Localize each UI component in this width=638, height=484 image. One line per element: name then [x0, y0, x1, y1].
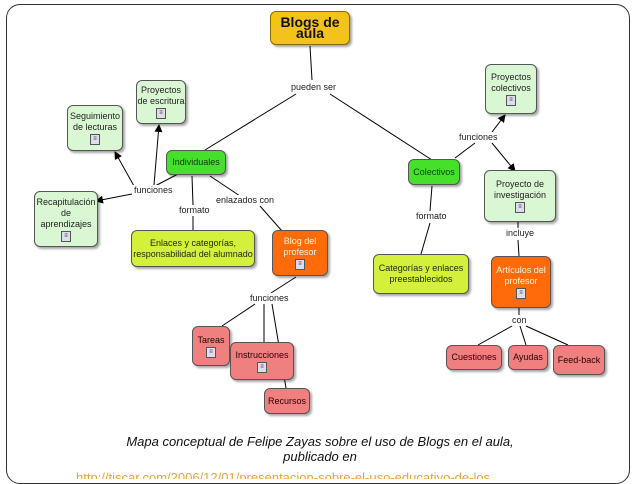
link-individuales-funciones [154, 173, 179, 187]
link-puedenser-colectivos [329, 93, 433, 161]
node-individuales[interactable]: Individuales [166, 150, 226, 175]
node-seguimiento-lecturas-label: Seguimiento de lecturas [69, 111, 121, 132]
node-blogs-de-aula-label: Blogs de aula [280, 14, 340, 41]
link-puedenser-individuales [204, 93, 297, 151]
link-label-incluye: incluye [505, 228, 536, 238]
node-proyectos-colectivos[interactable]: Proyectos colectivos ≡ [485, 64, 537, 114]
node-tareas-label: Tareas [197, 334, 225, 345]
node-recursos-label: Recursos [267, 395, 306, 406]
link-funciones-seguimiento [114, 151, 135, 187]
node-blogs-de-aula[interactable]: Blogs de aula [270, 11, 350, 45]
node-articulos-profesor[interactable]: Artículos del profesor ≡ [491, 256, 551, 308]
link-con-cuestiones [477, 325, 513, 346]
link-funciones-proyectos [153, 124, 163, 186]
link-individuales-enlazados [209, 175, 241, 197]
node-proyectos-escritura[interactable]: Proyectos de escritura ≡ [136, 80, 186, 124]
link-enlazados-blog [259, 205, 283, 232]
node-blog-profesor-label: Blog del profesor [283, 236, 317, 257]
document-icon[interactable]: ≡ [206, 346, 216, 358]
link-colectivos-formato [429, 185, 433, 212]
node-categorias-preestablecidos[interactable]: Categorías y enlaces preestablecidos [373, 254, 469, 294]
caption-link[interactable]: http://tiscar.com/2006/12/01/presentacio… [76, 470, 491, 479]
document-icon[interactable]: ≡ [516, 288, 526, 299]
node-proyectos-colectivos-label: Proyectos colectivos [490, 72, 532, 93]
document-icon[interactable]: ≡ [295, 259, 305, 270]
document-icon[interactable]: ≡ [257, 361, 267, 373]
link-root-puedenser [309, 45, 313, 81]
link-colectivos-funciones [454, 142, 476, 159]
link-label-enlazados-con: enlazados con [215, 195, 276, 205]
link-label-pueden-ser: pueden ser [290, 82, 338, 92]
link-incluye-articulos [517, 239, 520, 257]
node-colectivos-label: Colectivos [413, 166, 455, 177]
caption: Mapa conceptual de Felipe Zayas sobre el… [60, 434, 580, 464]
node-individuales-label: Individuales [172, 157, 220, 167]
link-blog-funciones [270, 276, 297, 294]
node-instrucciones-label: Instrucciones [235, 349, 289, 360]
link-con-feedback [525, 325, 569, 346]
node-proyecto-investigacion[interactable]: Proyecto de investigación ≡ [484, 170, 556, 222]
document-icon[interactable]: ≡ [506, 95, 516, 106]
node-colectivos[interactable]: Colectivos [408, 159, 460, 185]
link-label-funciones-right: funciones [458, 132, 499, 142]
link-label-funciones-left: funciones [133, 185, 174, 195]
node-cuestiones[interactable]: Cuestiones [446, 345, 502, 370]
node-instrucciones[interactable]: Instrucciones ≡ [230, 342, 294, 380]
link-label-funciones-mid: funciones [249, 293, 290, 303]
document-icon[interactable]: ≡ [90, 134, 100, 145]
node-cuestiones-label: Cuestiones [451, 352, 497, 362]
link-label-formato-left: formato [178, 205, 211, 215]
link-label-formato-right: formato [415, 211, 448, 221]
node-enlaces-categorias[interactable]: Enlaces y categorías, responsabilidad de… [131, 230, 255, 267]
document-icon[interactable]: ≡ [515, 202, 525, 213]
node-articulos-profesor-label: Artículos del profesor [496, 265, 546, 286]
link-con-ayudas [519, 325, 527, 346]
node-proyecto-investigacion-label: Proyecto de investigación [493, 179, 547, 200]
node-tareas[interactable]: Tareas ≡ [192, 326, 230, 366]
node-recapitulacion[interactable]: Recapitulación de aprendizajes ≡ [34, 191, 98, 247]
node-recapitulacion-label: Recapitulación de aprendizajes [36, 196, 96, 229]
node-ayudas-label: Ayudas [513, 352, 543, 362]
caption-line1: Mapa conceptual de Felipe Zayas sobre el… [126, 434, 514, 449]
node-feedback-label: Feed-back [557, 354, 601, 365]
caption-line2: publicado en [283, 449, 357, 464]
document-icon[interactable]: ≡ [61, 230, 71, 242]
node-enlaces-categorias-label: Enlaces y categorías, responsabilidad de… [133, 237, 253, 259]
node-ayudas[interactable]: Ayudas [508, 345, 548, 370]
link-funciones-proyectoscol [491, 114, 506, 133]
node-seguimiento-lecturas[interactable]: Seguimiento de lecturas ≡ [67, 105, 123, 151]
document-icon[interactable]: ≡ [156, 108, 166, 119]
link-funciones-tareas [221, 303, 256, 327]
link-formato-categorias [420, 222, 431, 255]
link-funciones-recapitulacion [95, 193, 133, 204]
node-recursos[interactable]: Recursos [264, 388, 310, 414]
link-funciones-investigacion [491, 142, 516, 172]
link-individuales-formato [191, 175, 194, 206]
node-proyectos-escritura-label: Proyectos de escritura [137, 85, 185, 106]
node-categorias-preestablecidos-label: Categorías y enlaces preestablecidos [378, 263, 464, 284]
node-feedback[interactable]: Feed-back [553, 345, 605, 375]
node-blog-profesor[interactable]: Blog del profesor ≡ [272, 230, 328, 276]
link-label-con: con [511, 315, 528, 325]
